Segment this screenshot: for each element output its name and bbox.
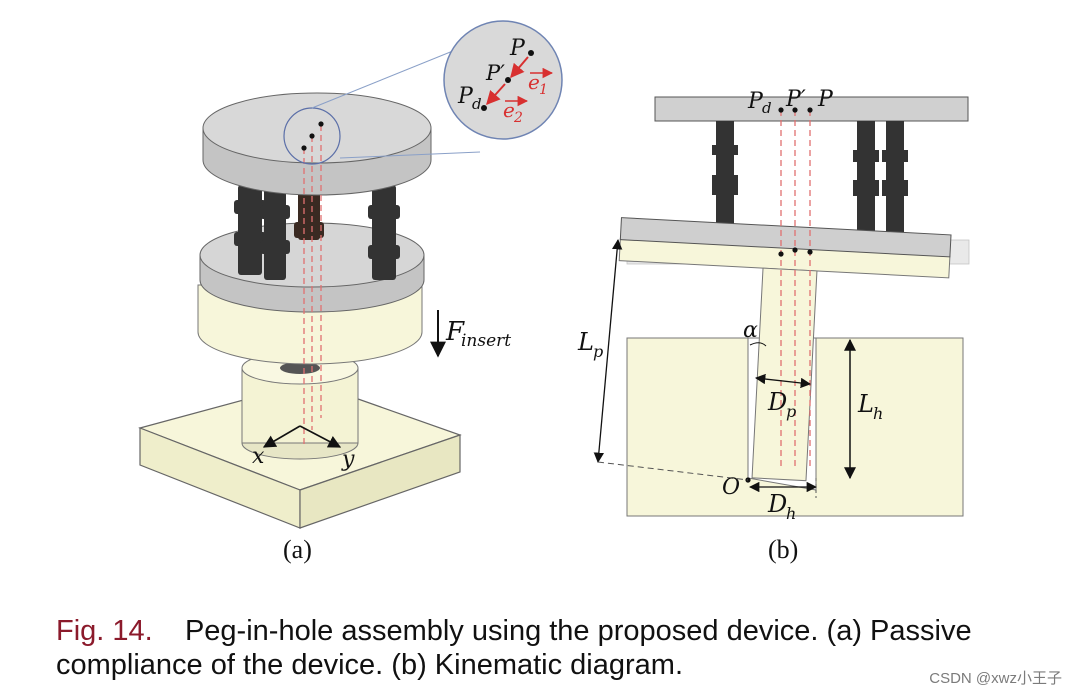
sublabel-a: (a) — [283, 535, 312, 564]
figure-caption: Fig. 14. Peg-in-hole assembly using the … — [56, 614, 1066, 682]
label-Lp-sub: p — [593, 342, 603, 361]
label-alpha: α — [743, 318, 758, 343]
Lp-dimension — [593, 238, 623, 464]
label-b-Pd: P — [747, 89, 764, 114]
zoom-circle — [443, 20, 563, 140]
label-e2: e — [503, 98, 515, 122]
caption-number: Fig. 14. — [56, 615, 153, 647]
label-F: F — [445, 317, 465, 347]
label-b-Pprime: P′ — [785, 87, 806, 112]
b-actuators — [712, 121, 908, 236]
watermark: CSDN @xwz小王子 — [929, 670, 1062, 687]
label-e1: e — [528, 70, 540, 94]
panel-a: P P′ P d e 1 e 2 F insert x y (a) — [138, 20, 563, 564]
label-e1-sub: 1 — [539, 82, 548, 98]
label-O: O — [722, 475, 740, 500]
axes-xy — [262, 425, 342, 448]
label-F-sub: insert — [461, 331, 511, 351]
Lp-extension — [597, 461, 749, 481]
label-Dp: D — [767, 388, 787, 416]
label-Lp: L — [577, 328, 594, 356]
b-points — [745, 107, 813, 483]
label-a-Pprime: P′ — [485, 61, 505, 85]
label-a-P: P — [509, 36, 526, 61]
label-b-P: P — [817, 87, 834, 112]
label-a-Pd: P — [457, 84, 474, 109]
caption-text: Peg-in-hole assembly using the proposed … — [56, 615, 972, 681]
b-dashed-red-lines — [780, 110, 811, 470]
alpha-arc — [749, 342, 767, 347]
label-Dp-sub: p — [786, 402, 796, 421]
dashed-red-lines — [303, 125, 322, 444]
label-x: x — [252, 444, 265, 469]
label-y: y — [341, 447, 355, 472]
label-b-Pd-sub: d — [762, 99, 772, 117]
label-Dh: D — [767, 490, 787, 518]
label-e2-sub: 2 — [513, 110, 523, 126]
panel-b: P d P′ P L p α D p L h O D h (b) — [577, 87, 970, 564]
hole-cylinder — [241, 351, 359, 460]
label-a-Pd-sub: d — [472, 95, 482, 113]
label-Lh: L — [857, 390, 874, 418]
Dp-dimension — [754, 373, 812, 389]
top-plate — [202, 92, 432, 196]
sublabel-b: (b) — [768, 535, 798, 564]
actuators — [234, 185, 400, 280]
label-Dh-sub: h — [786, 504, 796, 523]
label-Lh-sub: h — [873, 404, 883, 423]
figure-canvas: P P′ P d e 1 e 2 F insert x y (a) — [138, 20, 970, 564]
